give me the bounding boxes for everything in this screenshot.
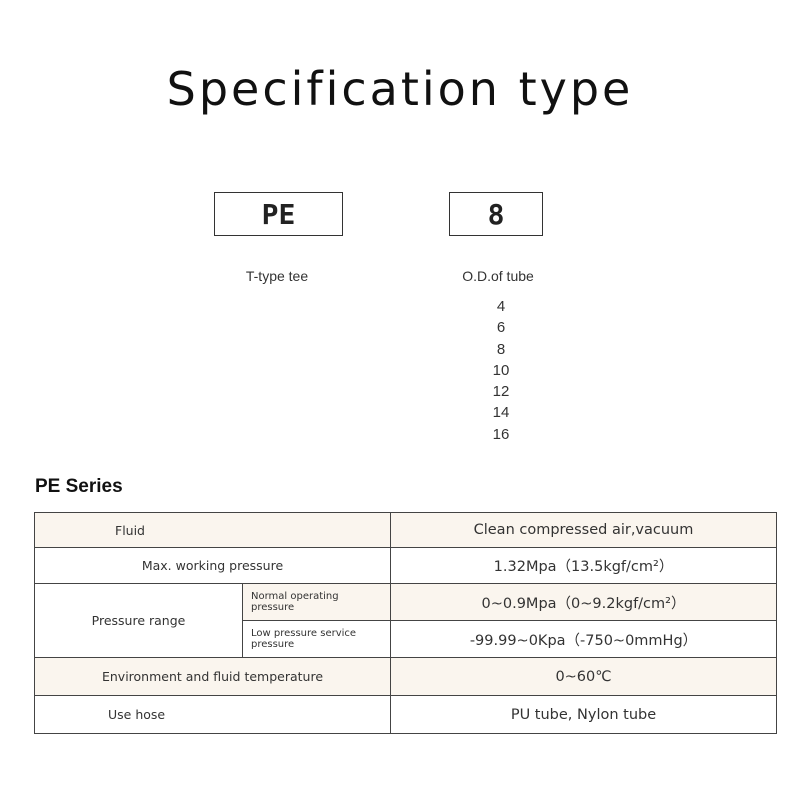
model-code-box: PE <box>214 192 343 236</box>
tube-size-option: 8 <box>496 340 506 358</box>
spec-row-fluid: Fluid Clean compressed air,vacuum <box>34 512 777 548</box>
tube-size-option: 14 <box>492 404 510 422</box>
spec-table: Fluid Clean compressed air,vacuum Max. w… <box>34 512 777 734</box>
max-pressure-value: 1.32Mpa（13.5kgf/cm²） <box>390 547 777 584</box>
hose-label: Use hose <box>34 695 391 734</box>
spec-row-temperature: Environment and fluid temperature 0~60℃ <box>34 657 777 696</box>
fluid-value: Clean compressed air,vacuum <box>390 512 777 548</box>
page-title: Specification type <box>166 62 634 116</box>
temperature-value: 0~60℃ <box>390 657 777 696</box>
tube-size-option: 16 <box>492 425 510 443</box>
spec-row-normal-pressure: Pressure range Normal operating pressure… <box>34 583 777 658</box>
tube-size-option: 4 <box>496 298 506 315</box>
tube-size-option: 12 <box>492 383 510 401</box>
fluid-label: Fluid <box>34 512 391 548</box>
normal-pressure-value: 0~0.9Mpa（0~9.2kgf/cm²） <box>390 583 777 621</box>
tube-size-list: 4 6 8 10 12 14 16 <box>471 296 531 445</box>
temperature-label: Environment and fluid temperature <box>34 657 391 696</box>
spec-row-low-pressure: Low pressure service pressure -99.99~0Kp… <box>35 620 777 658</box>
model-caption: T-type tee <box>245 268 309 284</box>
series-title: PE Series <box>35 476 123 497</box>
size-caption: O.D.of tube <box>462 268 534 284</box>
hose-value: PU tube, Nylon tube <box>390 695 777 734</box>
pressure-range-label: Pressure range <box>34 583 243 658</box>
normal-pressure-label: Normal operating pressure <box>242 583 391 621</box>
spec-row-max-pressure: Max. working pressure 1.32Mpa（13.5kgf/cm… <box>34 547 777 584</box>
tube-size-option: 10 <box>492 361 510 379</box>
low-pressure-label: Low pressure service pressure <box>242 620 391 658</box>
size-code-box: 8 <box>449 192 543 236</box>
max-pressure-label: Max. working pressure <box>34 547 391 584</box>
low-pressure-value: -99.99~0Kpa（-750~0mmHg） <box>390 620 777 658</box>
spec-row-hose: Use hose PU tube, Nylon tube <box>34 695 777 734</box>
tube-size-option: 6 <box>496 319 506 337</box>
